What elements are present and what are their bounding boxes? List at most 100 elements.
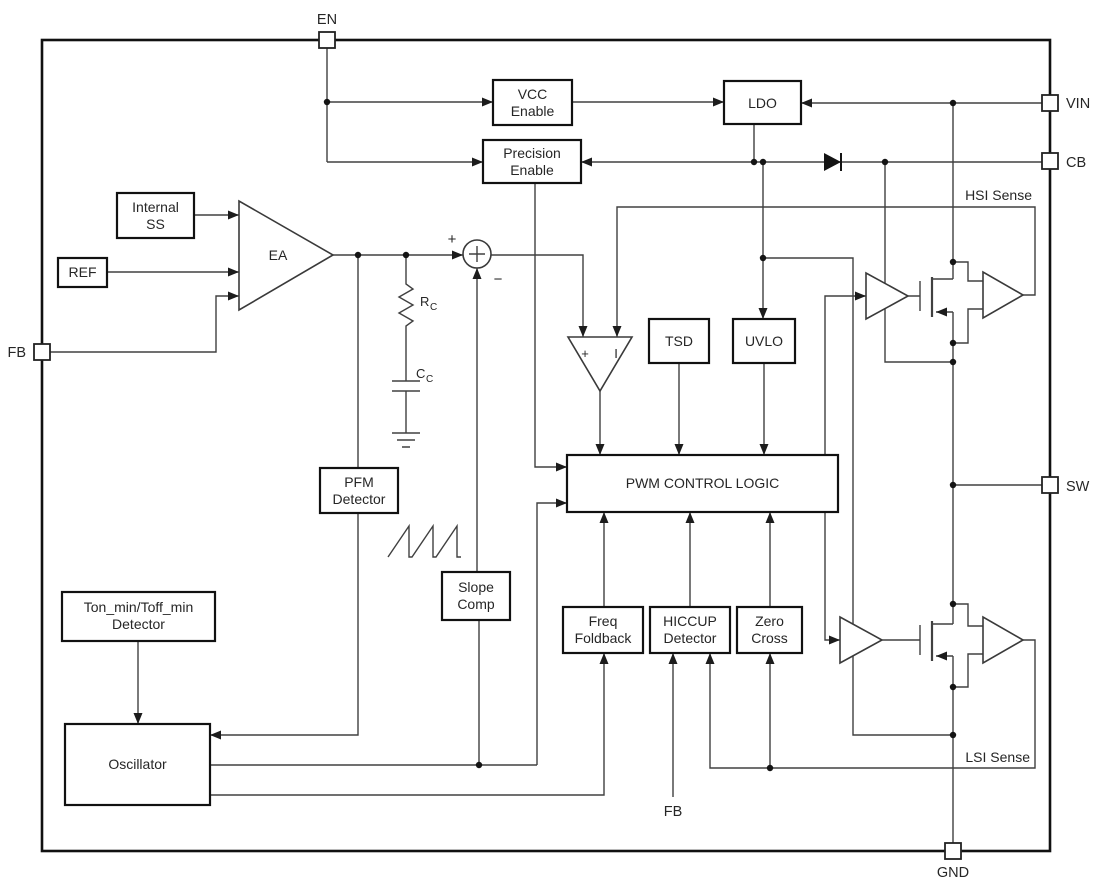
block-pwm-control-logic: PWM CONTROL LOGIC	[565, 453, 840, 514]
rc-label-subscript: C	[430, 302, 437, 313]
wire-pfm-to-oscillator	[210, 513, 359, 740]
wire-precision-enable-to-pwm	[534, 183, 567, 472]
en-pin-label: EN	[317, 12, 337, 28]
resistor-rc-icon	[397, 255, 415, 381]
zero-cross-label: Zero	[755, 613, 784, 629]
hiccup-detector-label: HICCUP	[663, 613, 717, 629]
hsi-sense-label: HSI Sense	[965, 187, 1032, 203]
svg-text:Cross: Cross	[751, 630, 788, 646]
cb-pin-label: CB	[1066, 155, 1086, 171]
sw-pin-label: SW	[1066, 479, 1090, 495]
wire-ramp-to-pwm	[536, 498, 567, 765]
summing-plus-sign: +	[448, 231, 457, 248]
ls-current-sense-amp-icon	[982, 615, 1025, 665]
block-vcc-enable: VCC Enable	[491, 78, 574, 127]
passive-labels: R C C C	[416, 294, 437, 385]
ls-mosfet-icon	[882, 621, 953, 661]
chip-boundary	[40, 38, 1052, 853]
block-tonmin-detector: Ton_min/Toff_min Detector	[60, 590, 217, 643]
cb-pin	[1041, 152, 1059, 170]
wire-hsi-to-comparator	[612, 206, 1036, 337]
en-pin	[318, 31, 336, 49]
ls-gate-driver-icon	[839, 615, 884, 665]
functional-blocks: VCC Enable Precision Enable LDO Internal…	[56, 78, 840, 807]
compensation-network	[392, 255, 420, 448]
precision-enable-label: Precision	[503, 145, 561, 161]
block-freq-foldback: Freq Foldback	[561, 605, 645, 655]
summing-minus-sign: −	[494, 271, 503, 288]
freq-foldback-label: Freq	[589, 613, 618, 629]
block-slope-comp: Slope Comp	[440, 570, 512, 622]
pwm-comparator-triangle-icon	[566, 336, 634, 393]
svg-text:Enable: Enable	[510, 162, 554, 178]
fb-pin	[33, 343, 51, 361]
wire-oscillator-ramp	[210, 620, 537, 766]
block-ldo: LDO	[722, 79, 803, 126]
svg-text:SS: SS	[146, 216, 165, 232]
block-hiccup-detector: HICCUP Detector	[648, 605, 732, 655]
hs-gate-driver-icon	[865, 271, 910, 321]
wire-hs-driver-supply	[884, 162, 953, 363]
wires	[210, 48, 1042, 843]
hs-current-sense-amp-icon	[982, 270, 1025, 320]
error-amp-label: EA	[269, 247, 288, 263]
tsd-label: TSD	[665, 333, 693, 349]
wire-pwm-to-hs-driver	[824, 291, 866, 455]
pwm-control-logic-label: PWM CONTROL LOGIC	[626, 475, 780, 491]
wire-fb-to-ea	[50, 291, 239, 353]
cc-label-subscript: C	[426, 374, 433, 385]
error-amp-triangle-icon	[238, 199, 335, 312]
block-precision-enable: Precision Enable	[481, 138, 583, 185]
summing-junction: + −	[448, 231, 503, 288]
gnd-pin	[944, 842, 962, 860]
bootstrap-diode-icon	[824, 153, 842, 171]
svg-text:Enable: Enable	[511, 103, 555, 119]
pwm-comparator: + I	[566, 336, 634, 393]
summing-plus-icon	[469, 246, 485, 262]
sw-pin	[1041, 476, 1059, 494]
ref-label: REF	[69, 264, 97, 280]
wire-osc-to-freq-foldback	[210, 653, 609, 796]
ldo-label: LDO	[748, 95, 777, 111]
svg-text:Detector: Detector	[664, 630, 717, 646]
wire-lsi-to-hiccup	[705, 653, 770, 769]
error-amplifier: EA	[238, 199, 335, 312]
gnd-pin-label: GND	[937, 865, 969, 881]
ground-icon	[392, 432, 420, 448]
block-internal-ss: Internal SS	[115, 191, 196, 240]
uvlo-label: UVLO	[745, 333, 783, 349]
block-pfm-detector: PFM Detector	[318, 466, 400, 515]
cc-label: C	[416, 366, 425, 381]
hs-mosfet-icon	[908, 277, 953, 317]
capacitor-cc-icon	[392, 380, 420, 433]
pfm-detector-label: PFM	[344, 474, 374, 490]
oscillator-label: Oscillator	[108, 756, 167, 772]
svg-text:Detector: Detector	[112, 616, 165, 632]
block-tsd: TSD	[647, 317, 711, 365]
slope-comp-label: Slope	[458, 579, 494, 595]
comparator-current-input: I	[614, 346, 618, 361]
pin-labels: EN VIN CB SW GND FB FB	[7, 12, 1090, 881]
svg-text:Foldback: Foldback	[575, 630, 633, 646]
wire-hsi-sense-taps	[953, 261, 983, 344]
tonmin-detector-label: Ton_min/Toff_min	[84, 599, 193, 615]
pins	[33, 31, 1059, 860]
junction-dots	[323, 98, 957, 772]
sawtooth-waveform-icon	[387, 523, 461, 558]
wire-lsi-sense-path	[770, 639, 1036, 769]
wire-vcc-rail	[763, 257, 953, 736]
lsi-sense-label: LSI Sense	[965, 749, 1030, 765]
block-ref: REF	[56, 256, 109, 289]
svg-text:Detector: Detector	[333, 491, 386, 507]
vcc-enable-label: VCC	[518, 86, 548, 102]
internal-ss-label: Internal	[132, 199, 179, 215]
wire-pwm-to-ls-driver	[824, 512, 840, 645]
block-zero-cross: Zero Cross	[735, 605, 804, 655]
fb-net-label: FB	[664, 804, 683, 820]
block-uvlo: UVLO	[731, 317, 797, 365]
comparator-plus-input: +	[581, 346, 589, 361]
fb-pin-label: FB	[7, 345, 26, 361]
wire-lsi-sense-taps	[953, 603, 983, 688]
